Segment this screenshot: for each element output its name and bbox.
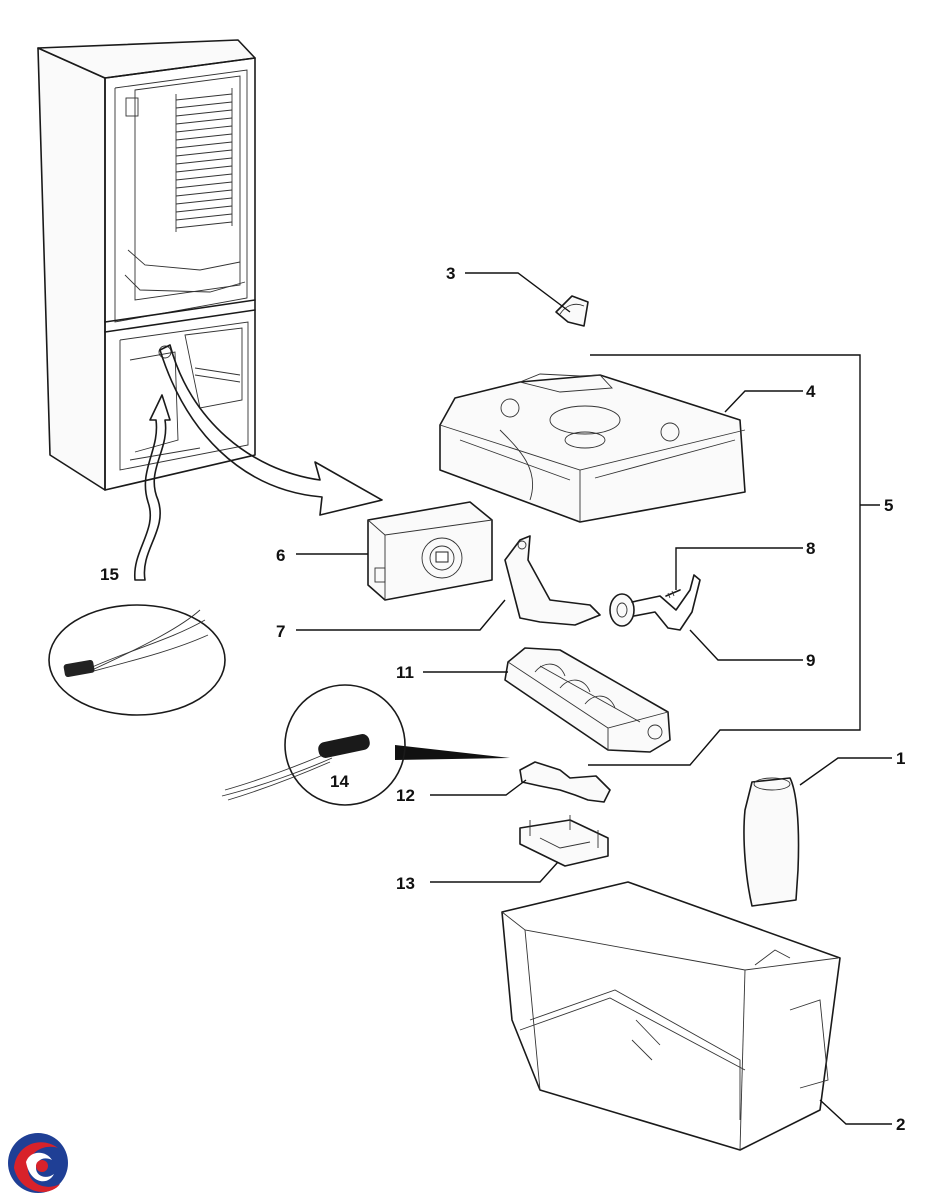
sensor-arrow bbox=[134, 394, 171, 581]
callout-3: 3 bbox=[446, 264, 455, 283]
callout-5: 5 bbox=[884, 496, 893, 515]
callout-11: 11 bbox=[396, 663, 414, 682]
callout-15: 15 bbox=[100, 565, 119, 584]
callout-13: 13 bbox=[396, 874, 415, 893]
callout-8: 8 bbox=[806, 539, 815, 558]
brand-swirl-logo bbox=[8, 1133, 68, 1193]
callout-6: 6 bbox=[276, 546, 285, 565]
callout-14: 14 bbox=[330, 772, 349, 791]
part-2 bbox=[501, 881, 841, 1151]
callout-12: 12 bbox=[396, 786, 415, 805]
callout-labels: 3 4 5 6 8 7 9 11 14 12 13 1 2 15 bbox=[100, 264, 905, 1134]
callout-7: 7 bbox=[276, 622, 285, 641]
part-9 bbox=[609, 574, 701, 631]
zoom-arrow bbox=[159, 344, 383, 516]
sensor-inset-circle bbox=[221, 684, 510, 806]
callout-2: 2 bbox=[896, 1115, 905, 1134]
part-7 bbox=[504, 535, 601, 626]
callout-4: 4 bbox=[806, 382, 816, 401]
part-3 bbox=[555, 295, 589, 327]
part-6 bbox=[367, 501, 493, 601]
refrigerator-illustration bbox=[37, 39, 256, 491]
part-1 bbox=[743, 777, 800, 907]
callout-9: 9 bbox=[806, 651, 815, 670]
callout-1: 1 bbox=[896, 749, 905, 768]
part-4 bbox=[439, 373, 746, 523]
leader-lines bbox=[296, 272, 892, 1125]
part-11 bbox=[504, 647, 671, 753]
sensor-inset-ellipse bbox=[48, 604, 226, 716]
part-12 bbox=[519, 761, 611, 803]
part-8 bbox=[665, 589, 681, 599]
part-13 bbox=[519, 815, 609, 867]
